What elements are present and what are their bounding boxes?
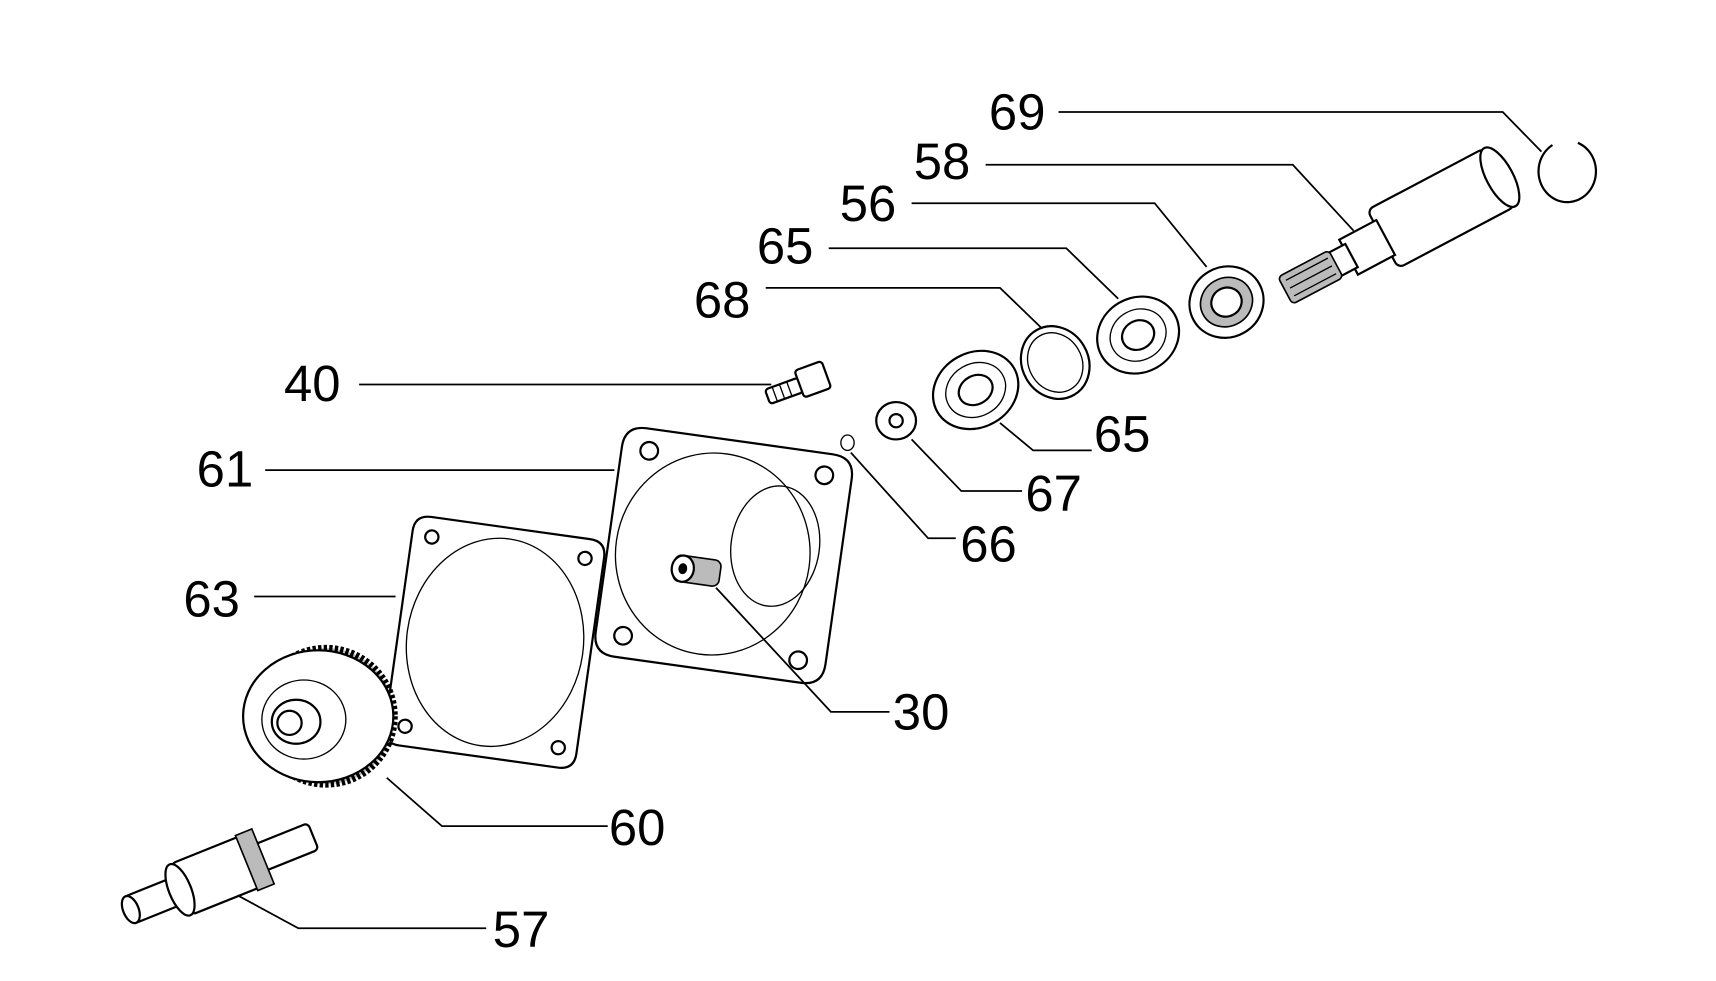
label-40: 40 (284, 355, 341, 412)
part-65-bearing-lower (931, 349, 1020, 431)
part-58-pinion-shaft (1278, 146, 1521, 304)
part-65-bearing-upper (1096, 295, 1181, 375)
leader-67 (910, 438, 1023, 492)
label-66: 66 (960, 515, 1017, 572)
label-56: 56 (840, 175, 897, 232)
part-labels: 69 58 56 65 68 40 61 63 65 67 66 30 60 5… (183, 84, 1150, 958)
part-60-gear (241, 644, 398, 788)
leader-30 (715, 587, 890, 713)
label-68: 68 (694, 272, 751, 329)
leader-68 (765, 286, 1042, 328)
part-68-sleeve (1019, 325, 1091, 400)
leader-58 (985, 163, 1355, 232)
part-57-shaft (120, 823, 319, 925)
label-60: 60 (609, 799, 666, 856)
part-61-gear-housing (594, 426, 854, 685)
label-65-lower: 65 (1094, 406, 1151, 463)
leader-65a (828, 247, 1119, 300)
parts (120, 141, 1598, 925)
part-69-retaining-ring (1537, 141, 1598, 204)
label-30: 30 (893, 684, 950, 741)
leader-56 (911, 202, 1208, 268)
part-67-washer (875, 400, 918, 441)
part-40-bolt (764, 360, 832, 405)
part-66-o-ring (840, 434, 855, 452)
label-63: 63 (183, 570, 240, 627)
leader-57 (237, 894, 487, 930)
label-65-upper: 65 (757, 218, 814, 275)
label-58: 58 (914, 133, 971, 190)
part-30-bushing (670, 554, 722, 587)
label-69: 69 (989, 84, 1046, 141)
part-56-oil-seal (1188, 265, 1265, 339)
label-61: 61 (197, 441, 254, 498)
leader-69 (1058, 111, 1543, 153)
leader-60 (386, 777, 608, 827)
part-63-gasket (383, 515, 606, 769)
leader-65b (999, 422, 1092, 452)
leader-lines (237, 111, 1543, 930)
leader-66 (850, 452, 956, 540)
label-67: 67 (1025, 465, 1082, 522)
label-57: 57 (493, 901, 550, 958)
